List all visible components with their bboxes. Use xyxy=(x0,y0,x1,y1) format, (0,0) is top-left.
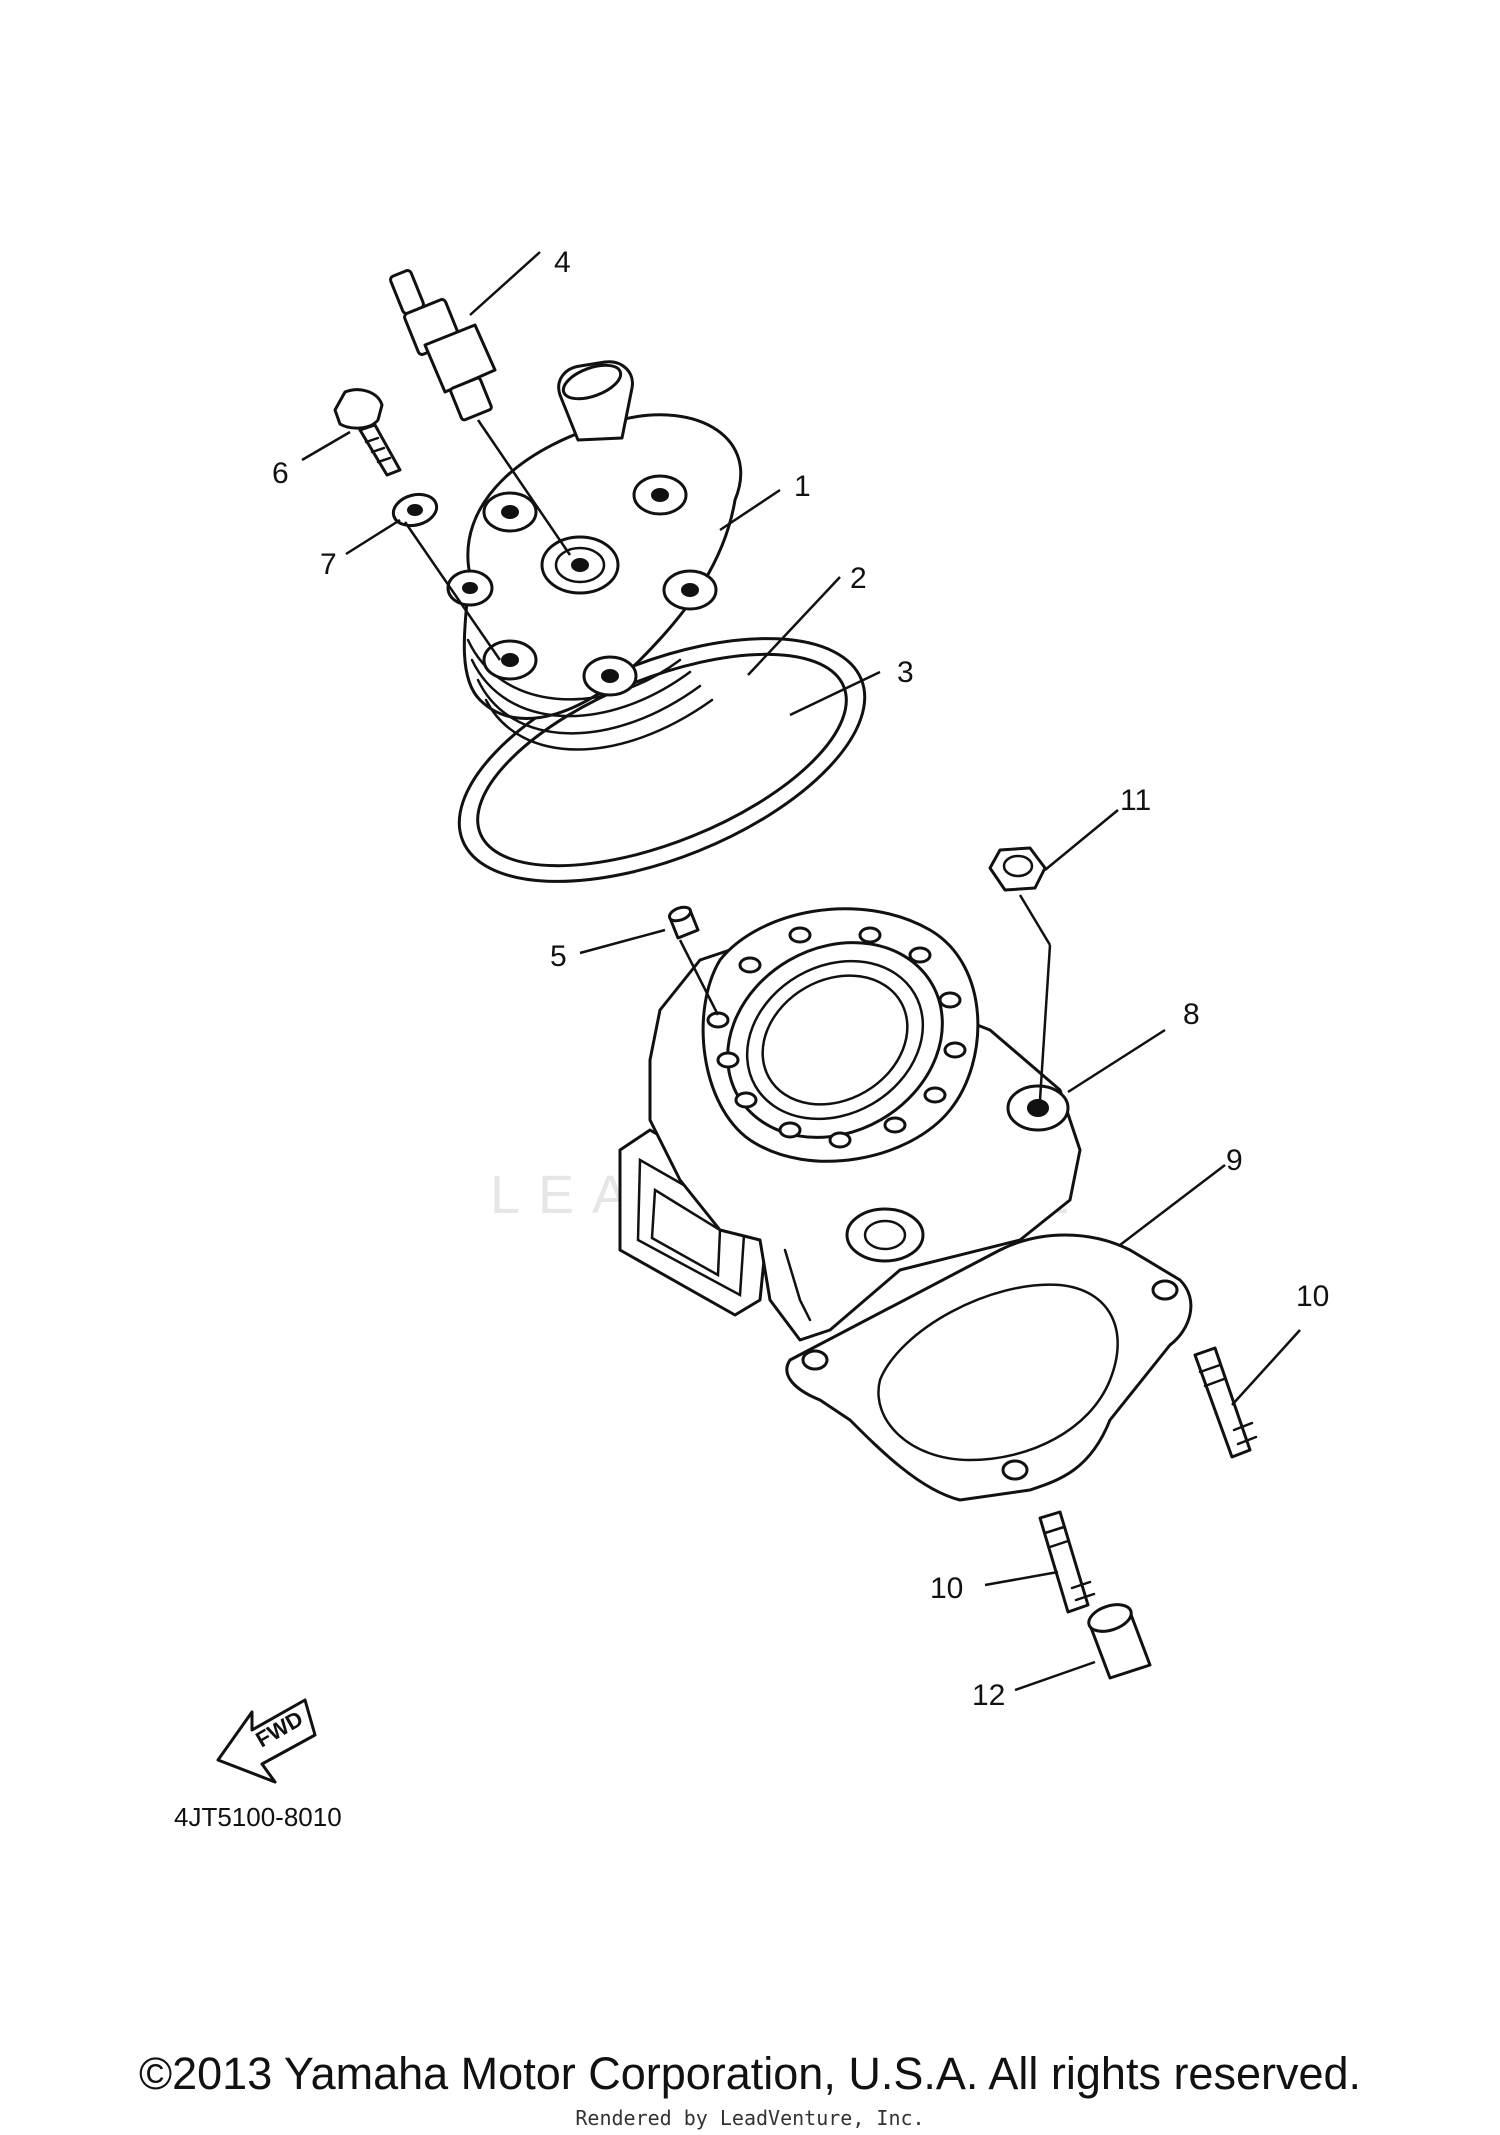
dowel-pin xyxy=(667,905,700,940)
callout-8: 8 xyxy=(1183,998,1200,1031)
callout-12: 12 xyxy=(972,1679,1005,1712)
callout-labels: 4 1 2 3 6 7 5 11 8 9 10 10 12 xyxy=(272,246,1329,1712)
head-bolt xyxy=(333,388,402,477)
rendered-by-credit: Rendered by LeadVenture, Inc. xyxy=(575,2106,925,2130)
stud-upper xyxy=(1193,1346,1258,1459)
callout-4: 4 xyxy=(554,246,571,279)
callout-1: 1 xyxy=(794,470,811,503)
washer xyxy=(391,492,439,528)
callout-2: 2 xyxy=(850,562,867,595)
spark-plug xyxy=(389,269,497,422)
copyright-notice: ©2013 Yamaha Motor Corporation, U.S.A. A… xyxy=(138,2048,1362,2099)
callout-10-upper: 10 xyxy=(1296,1280,1329,1313)
callout-3: 3 xyxy=(897,656,914,689)
flange-nut xyxy=(988,846,1047,892)
callout-9: 9 xyxy=(1226,1144,1243,1177)
cylinder-body xyxy=(618,907,1082,1342)
diagram-code: 4JT5100-8010 xyxy=(174,1802,342,1832)
fwd-arrow-icon: FWD xyxy=(216,1698,317,1784)
stud-lower xyxy=(1038,1510,1096,1614)
collar xyxy=(1087,1603,1152,1680)
cylinder-base-gasket xyxy=(785,1233,1193,1502)
callout-11: 11 xyxy=(1120,784,1151,817)
leader-lines xyxy=(301,251,1301,1692)
callout-10-lower: 10 xyxy=(930,1572,963,1605)
callout-5: 5 xyxy=(550,940,567,973)
callout-6: 6 xyxy=(272,457,289,490)
cylinder-head xyxy=(446,360,743,751)
callout-7: 7 xyxy=(320,548,337,581)
head-gasket-ring xyxy=(457,637,867,883)
